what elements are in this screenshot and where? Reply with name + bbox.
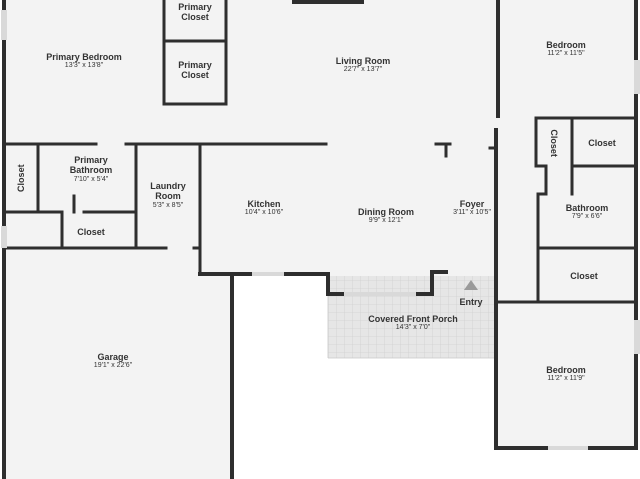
room-dimensions: 7'9" x 6'6" [571, 213, 603, 221]
room-entry: Entry [446, 297, 496, 307]
room-name: Covered Front Porch [368, 314, 458, 324]
room-kitchen: Kitchen 10'4" x 10'6" [224, 199, 304, 217]
window-bedroom-ne-east [634, 60, 640, 94]
room-name: Kitchen [247, 199, 281, 209]
room-living-room: Living Room 22'7" x 13'7" [303, 56, 423, 74]
room-name: Bedroom [546, 365, 586, 375]
floor-central [162, 0, 498, 276]
room-name: Garage [97, 352, 129, 362]
room-dining-room: Dining Room 9'9" x 12'1" [346, 207, 426, 225]
room-name: Laundry Room [150, 181, 186, 202]
window-living-north [292, 0, 364, 4]
room-dimensions: 10'4" x 10'6" [244, 209, 284, 217]
room-dimensions: 11'2" x 11'5" [547, 50, 585, 58]
room-closet-bath: Closet [64, 227, 118, 237]
room-name: Primary Bathroom [69, 155, 113, 176]
room-foyer: Foyer 3'11" x 10'5" [442, 199, 502, 217]
room-laundry-room: Laundry Room 5'3" x 8'5" [138, 181, 198, 210]
room-dimensions: 5'3" x 8'5" [152, 201, 184, 209]
room-primary-closet-top: Primary Closet [166, 2, 224, 23]
room-name: Closet [15, 164, 26, 192]
room-name: Living Room [335, 56, 391, 66]
room-bathroom: Bathroom 7'9" x 6'6" [547, 203, 627, 221]
window-bedroom-se-east [634, 320, 640, 354]
interior-walls [2, 0, 638, 304]
room-name: Closet [588, 138, 616, 148]
room-dimensions: 11'2" x 11'9" [547, 375, 585, 383]
room-dimensions: 13'3" x 13'8" [64, 62, 104, 70]
room-name: Primary Closet [178, 60, 212, 81]
room-name: Bedroom [546, 40, 586, 50]
room-covered-front-porch: Covered Front Porch 14'3" x 7'0" [348, 314, 478, 332]
room-name: Closet [570, 271, 598, 281]
room-dimensions: 14'3" x 7'0" [395, 324, 431, 332]
room-primary-bathroom: Primary Bathroom 7'10" x 5'4" [46, 155, 136, 184]
window-primary-bedroom-west [1, 10, 7, 40]
room-name: Foyer [459, 199, 485, 209]
room-dimensions: 22'7" x 13'7" [343, 66, 383, 74]
room-name: Primary Closet [178, 2, 212, 23]
window-bedroom-se-south [548, 446, 588, 450]
room-name: Dining Room [358, 207, 414, 217]
room-closet-e2: Closet [574, 138, 630, 148]
room-dimensions: 19'1" x 22'6" [93, 362, 133, 370]
room-dimensions: 9'9" x 12'1" [368, 217, 404, 225]
entry-arrow-icon [464, 280, 478, 290]
window-kitchen-south [252, 272, 284, 276]
floor-east-wing [496, 0, 638, 448]
room-closet-e1: Closet [549, 113, 559, 173]
room-primary-bedroom: Primary Bedroom 13'3" x 13'8" [24, 52, 144, 70]
room-name: Bathroom [565, 203, 609, 213]
room-garage: Garage 19'1" x 22'6" [68, 352, 158, 370]
room-dimensions: 3'11" x 10'5" [453, 209, 491, 217]
window-dining-south [344, 292, 416, 296]
room-closet-w: Closet [16, 148, 26, 208]
room-bedroom-se: Bedroom 11'2" x 11'9" [516, 365, 616, 383]
room-name: Closet [77, 227, 105, 237]
room-name: Closet [549, 129, 560, 157]
window-bathroom-west [1, 226, 7, 248]
room-name: Entry [459, 297, 483, 307]
room-dimensions: 7'10" x 5'4" [73, 175, 109, 183]
room-closet-e3: Closet [554, 271, 614, 281]
room-primary-closet-lower: Primary Closet [166, 60, 224, 81]
room-bedroom-ne: Bedroom 11'2" x 11'5" [516, 40, 616, 58]
room-name: Primary Bedroom [46, 52, 122, 62]
windows [1, 0, 640, 450]
